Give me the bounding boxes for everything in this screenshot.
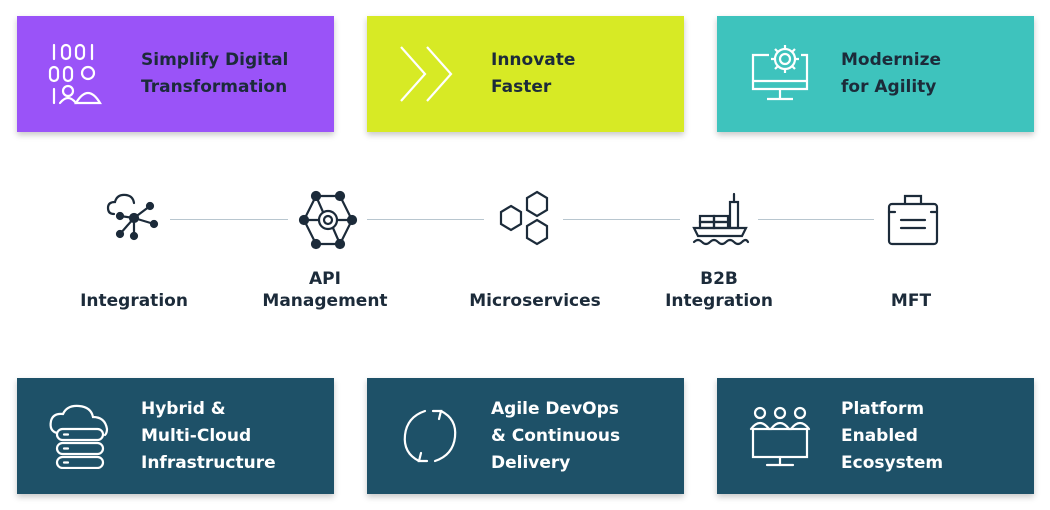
solution-title-line2: Enabled [841,425,918,446]
benefit-title-line2: for Agility [841,77,937,97]
solution-title-line2: Multi-Cloud [141,425,252,446]
refresh-cycle-icon [395,378,465,494]
benefit-title-line2: Transformation [141,77,288,97]
briefcase-icon [883,190,943,250]
capability-label-mft: MFT [890,291,932,311]
benefit-title-line2: Faster [491,77,552,97]
monitor-gear-icon [745,16,815,132]
solution-title-line1: Platform [841,398,925,419]
solution-title-line1: Agile DevOps [491,398,619,419]
capability-label-api-management: API Management [262,269,388,311]
solution-title-line2: & Continuous [491,425,621,446]
binary-people-icon [45,16,115,132]
connector-line [170,219,288,220]
connector-line [563,219,680,220]
hexagons-icon [494,190,554,250]
people-monitor-icon [745,378,815,494]
solution-title-line3: Ecosystem [841,452,944,473]
solution-card-hybrid-cloud: Hybrid & Multi-Cloud Infrastructure [17,378,334,494]
ship-icon [690,190,750,250]
solution-title-line3: Delivery [491,452,571,473]
benefit-title-line1: Modernize [841,50,942,70]
connector-line [367,219,484,220]
solution-title-line1: Hybrid & [141,398,226,419]
benefit-card-modernize: Modernize for Agility [717,16,1034,132]
benefit-title-line1: Simplify Digital [141,50,289,70]
chevrons-right-icon [395,16,465,132]
connector-line [758,219,874,220]
solution-title-line3: Infrastructure [141,452,276,473]
api-hub-icon [298,190,358,250]
cloud-server-icon [45,378,115,494]
capability-label-b2b-integration: B2B Integration [665,269,773,311]
capability-label-integration: Integration [80,291,188,311]
cloud-network-icon [104,190,164,250]
benefit-card-simplify: Simplify Digital Transformation [17,16,334,132]
solution-card-platform: Platform Enabled Ecosystem [717,378,1034,494]
solution-card-devops: Agile DevOps & Continuous Delivery [367,378,684,494]
capability-label-microservices: Microservices [469,291,601,311]
benefit-card-innovate: Innovate Faster [367,16,684,132]
benefit-title-line1: Innovate [491,50,576,70]
